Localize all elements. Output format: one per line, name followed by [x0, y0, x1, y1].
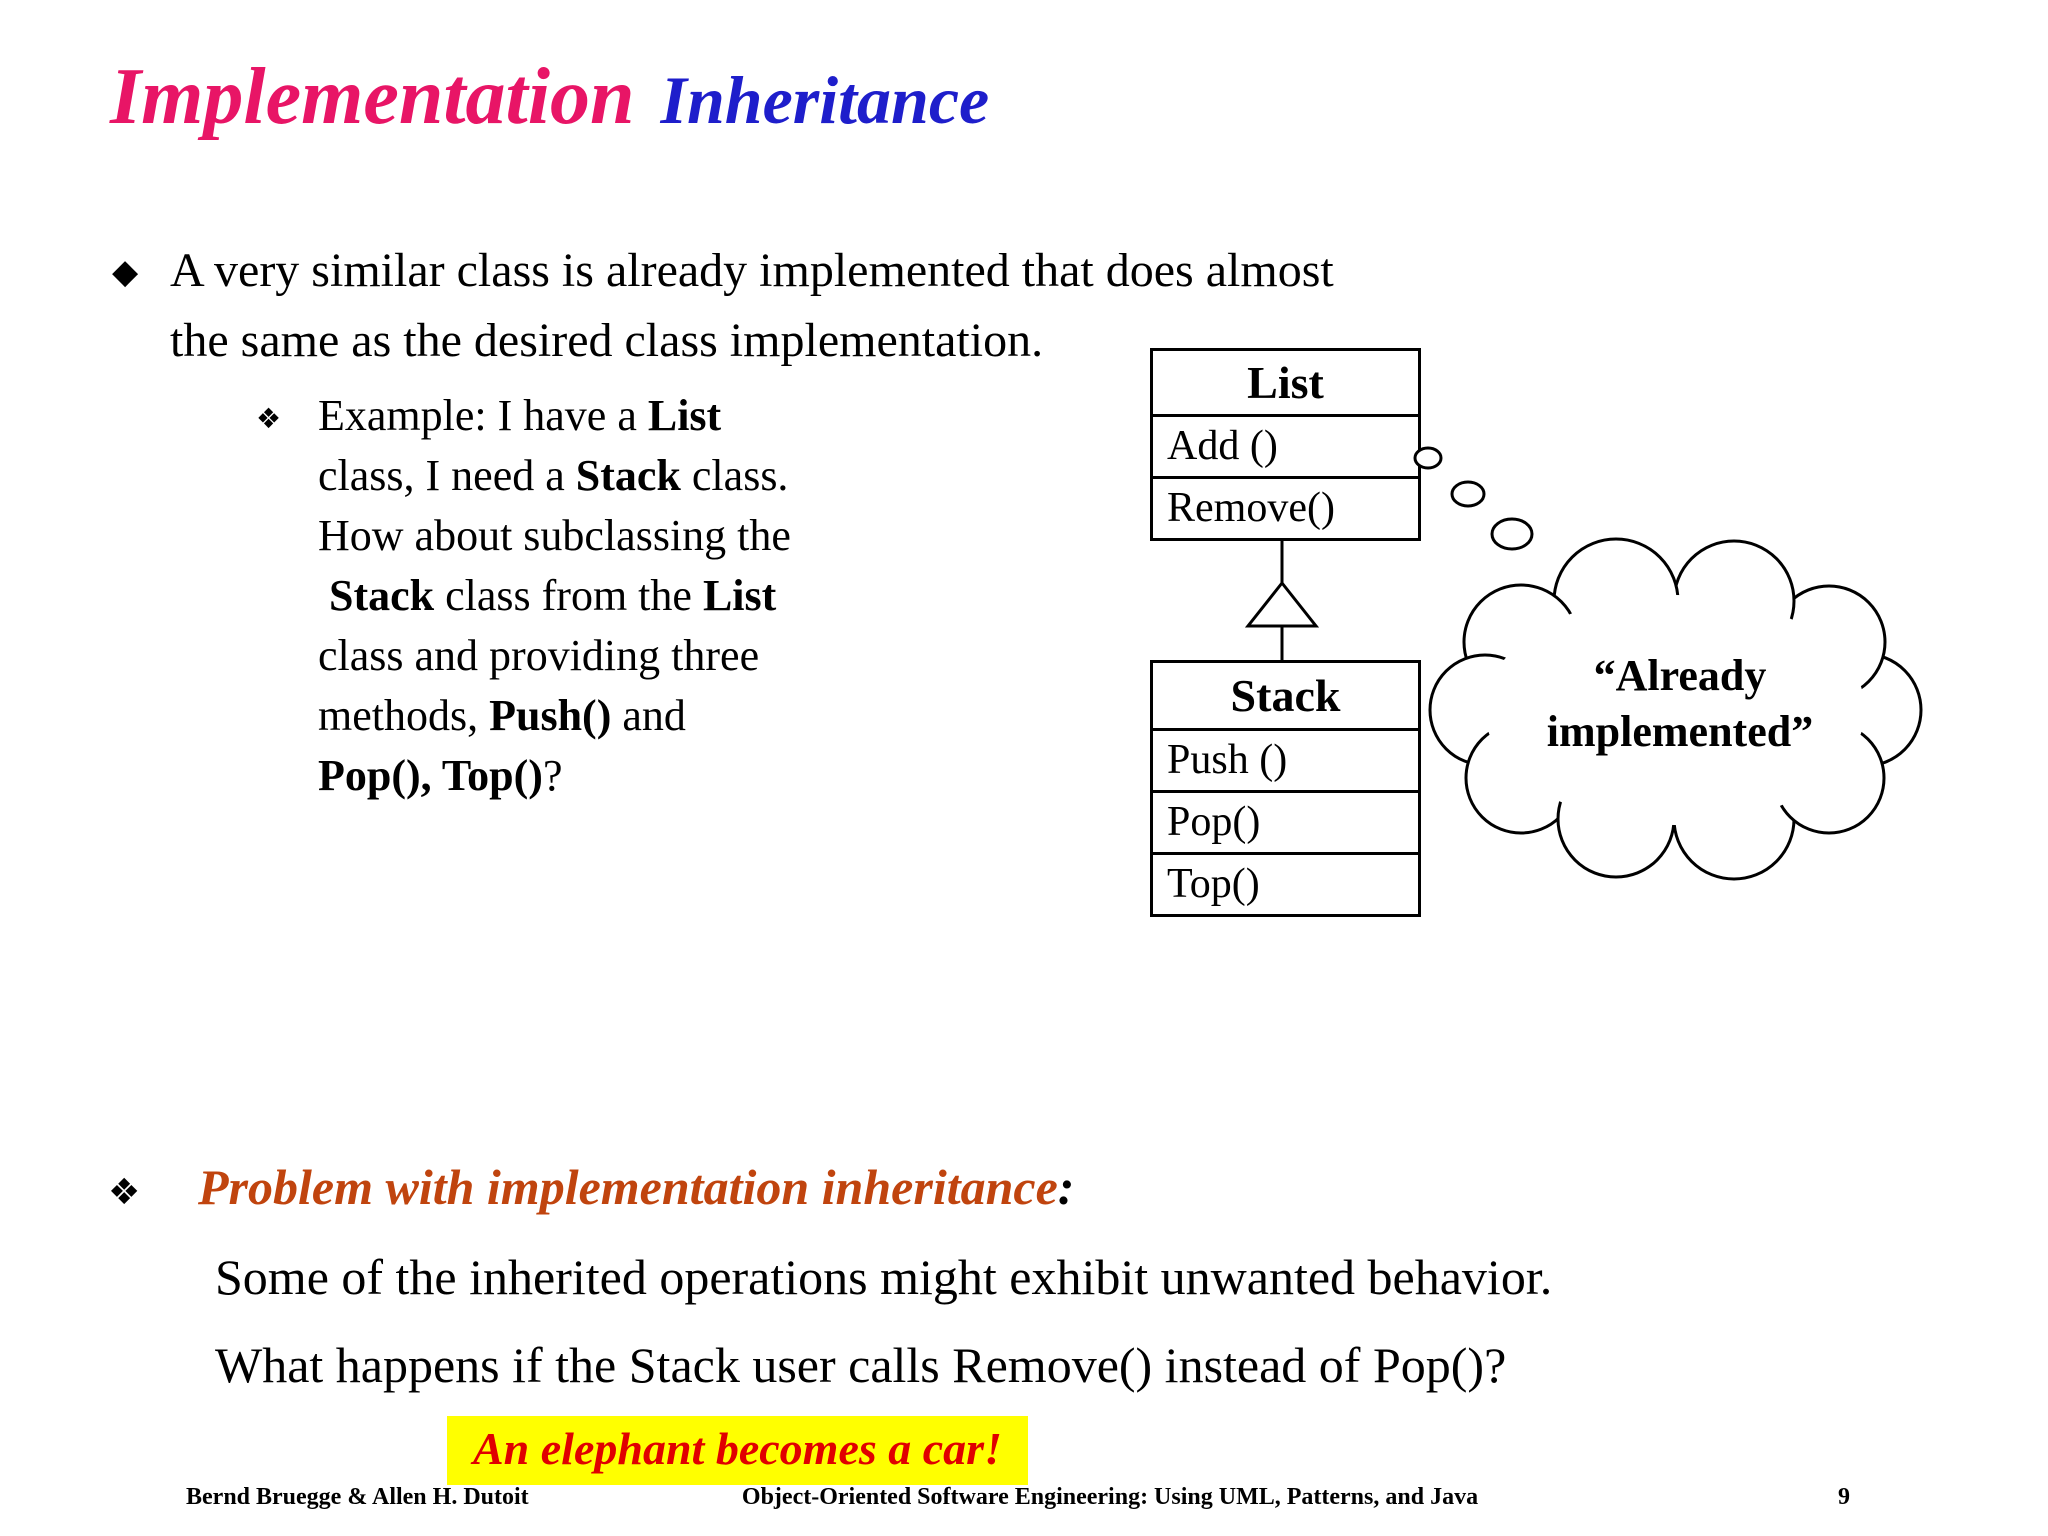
inheritance-triangle-icon [1244, 580, 1320, 628]
page-title: Implementation Inheritance [110, 52, 989, 143]
diamond-bullet-icon: ◆ [112, 252, 139, 292]
footer-book-title: Object-Oriented Software Engineering: Us… [741, 1484, 1479, 1510]
main-bullet-line-1: A very similar class is already implemen… [170, 244, 1334, 297]
example-line-6: methods, Push() and [318, 691, 686, 740]
highlight-text: An elephant becomes a car! [473, 1423, 1002, 1474]
highlight-box: An elephant becomes a car! [447, 1416, 1028, 1485]
example-text: Example: I have a List class, I need a S… [318, 386, 791, 806]
problem-line-1: Some of the inherited operations might e… [215, 1249, 1553, 1305]
cloud-bump [1556, 759, 1676, 879]
cloud-bump [1672, 757, 1796, 881]
thought-trail-bubble-3 [1490, 517, 1534, 551]
example-line-1: Example: I have a List [318, 391, 722, 440]
stack-class-name: Stack [1230, 670, 1341, 721]
thought-bubble-line-1: “Already [1593, 651, 1767, 700]
problem-heading: Problem with implementation inheritance: [198, 1158, 1074, 1216]
thought-trail-bubble-2 [1450, 480, 1486, 508]
title-implementation: Implementation [110, 53, 635, 141]
footer-page-number: 9 [1838, 1484, 1850, 1510]
list-class-name: List [1247, 357, 1324, 408]
stack-method-top: Top() [1153, 852, 1418, 914]
main-bullet-line-2: the same as the desired class implementa… [170, 314, 1044, 367]
sub-bullet-icon: ❖ [256, 402, 282, 435]
stack-method-pop: Pop() [1153, 790, 1418, 852]
list-method-add: Add () [1153, 414, 1418, 476]
cloud-bump [1552, 537, 1680, 665]
title-inheritance: Inheritance [660, 62, 990, 138]
problem-bullet-icon: ❖ [108, 1172, 141, 1213]
example-line-4: Stack class from the List [329, 571, 777, 620]
thought-bubble-text: “Already implemented” [1460, 648, 1900, 760]
stack-method-push: Push () [1153, 728, 1418, 790]
problem-line-2: What happens if the Stack user calls Rem… [215, 1337, 1507, 1393]
uml-class-list: List Add () Remove() [1150, 348, 1421, 541]
example-line-5: class and providing three [318, 631, 760, 680]
thought-bubble-line-2: implemented” [1546, 707, 1814, 756]
example-line-7: Pop(), Top()? [318, 751, 563, 800]
problem-heading-colon: : [1057, 1159, 1075, 1215]
main-bullet-text: A very similar class is already implemen… [170, 236, 1334, 376]
problem-heading-text: Problem with implementation inheritance [198, 1159, 1058, 1215]
cloud-bump [1672, 539, 1796, 663]
uml-class-stack: Stack Push () Pop() Top() [1150, 660, 1421, 917]
footer-authors: Bernd Bruegge & Allen H. Dutoit [186, 1484, 529, 1510]
example-line-2: class, I need a Stack class. [318, 451, 789, 500]
example-line-3: How about subclassing the [318, 511, 791, 560]
list-method-remove: Remove() [1153, 476, 1418, 538]
